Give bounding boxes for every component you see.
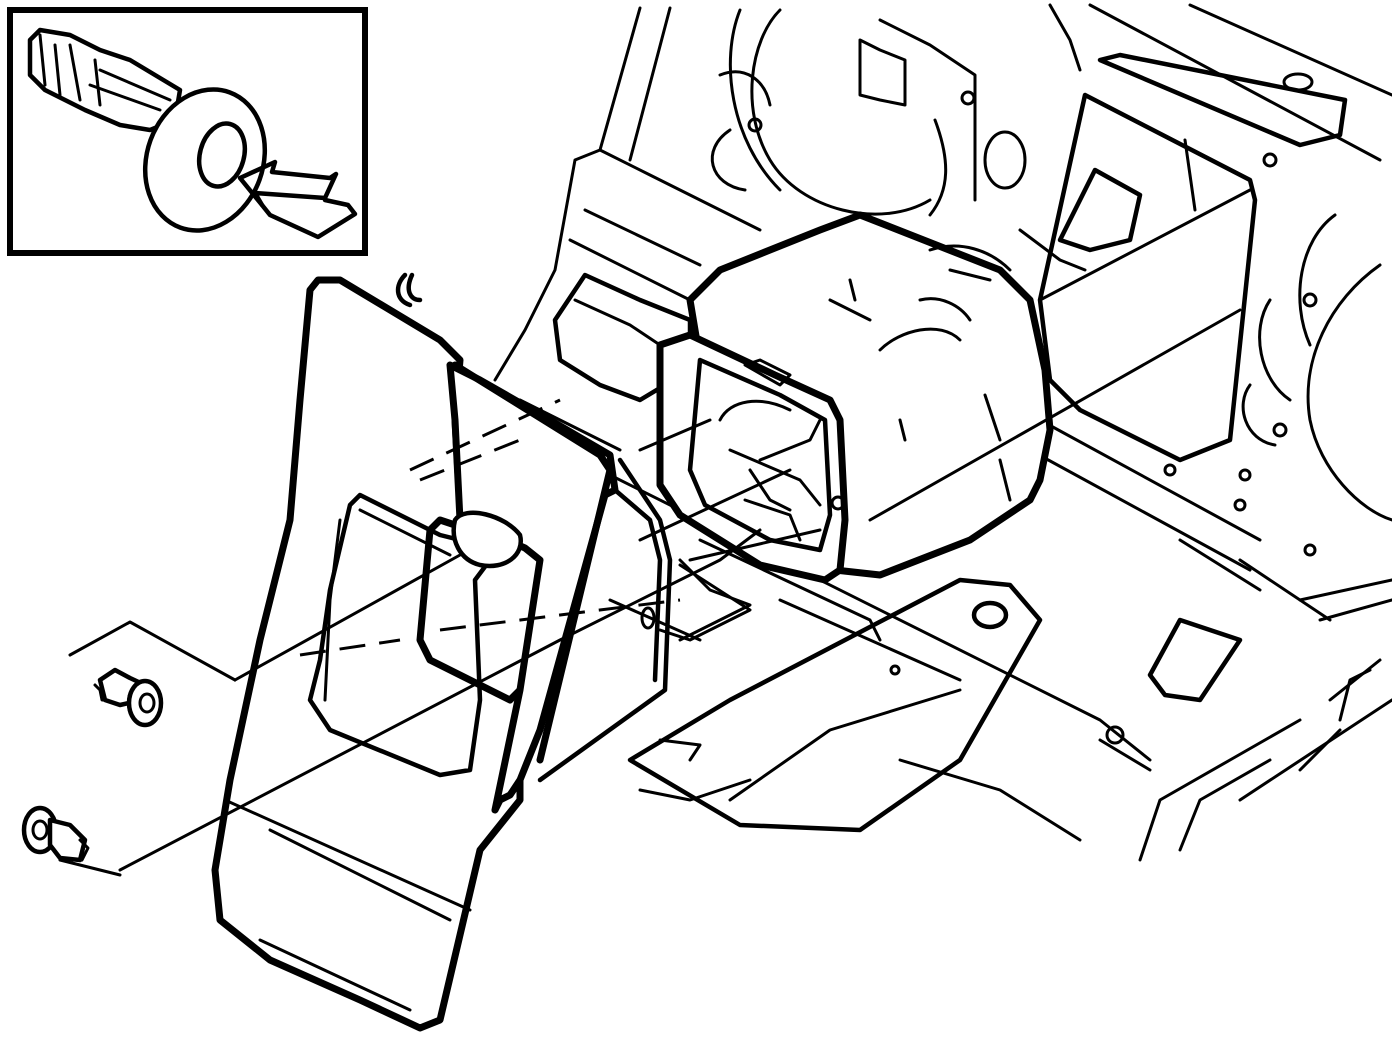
assembly-lines (58, 188, 1252, 877)
push-rivet-lower (21, 805, 90, 863)
body-floor-structure (493, 3, 1392, 862)
push-rivet-upper (93, 667, 164, 728)
trim-panel (211, 272, 673, 1032)
box-housing (656, 211, 1054, 584)
push-arrow-icon (237, 159, 339, 208)
inset-push-rivet-detail (7, 7, 368, 256)
